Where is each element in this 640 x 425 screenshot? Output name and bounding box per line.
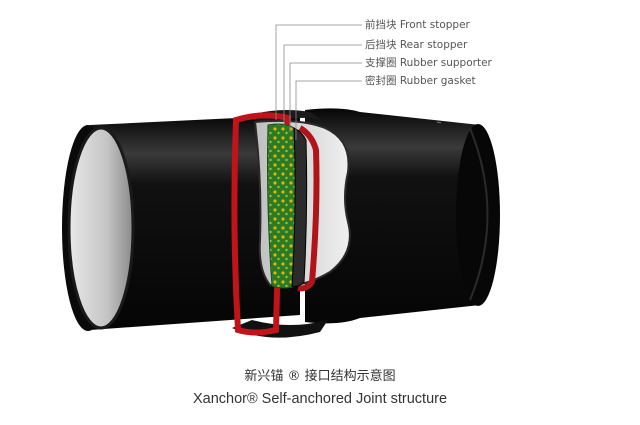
leader-rubber-supporter: [289, 62, 362, 132]
rubber-gasket-band: [291, 127, 308, 287]
label-rear-stopper: 后挡块 Rear stopper: [365, 39, 468, 51]
rear-stopper-ring: [297, 125, 320, 292]
caption-chinese: 新兴锚 ® 接口结构示意图: [244, 369, 396, 384]
label-front-stopper: 前挡块 Front stopper: [365, 19, 470, 31]
caption-english: Xanchor® Self-anchored Joint structure: [192, 391, 448, 407]
label-rubber-gasket: 密封圈 Rubber gasket: [365, 75, 476, 87]
front-stopper-ring: [231, 112, 292, 336]
leader-lines: [275, 24, 362, 140]
leader-rear-stopper: [283, 44, 362, 125]
label-rubber-supporter: 支撑圈 Rubber supporter: [365, 57, 492, 69]
leader-front-stopper: [275, 24, 362, 120]
pipe-bore-face: [67, 126, 135, 330]
leader-rubber-gasket: [295, 80, 362, 140]
